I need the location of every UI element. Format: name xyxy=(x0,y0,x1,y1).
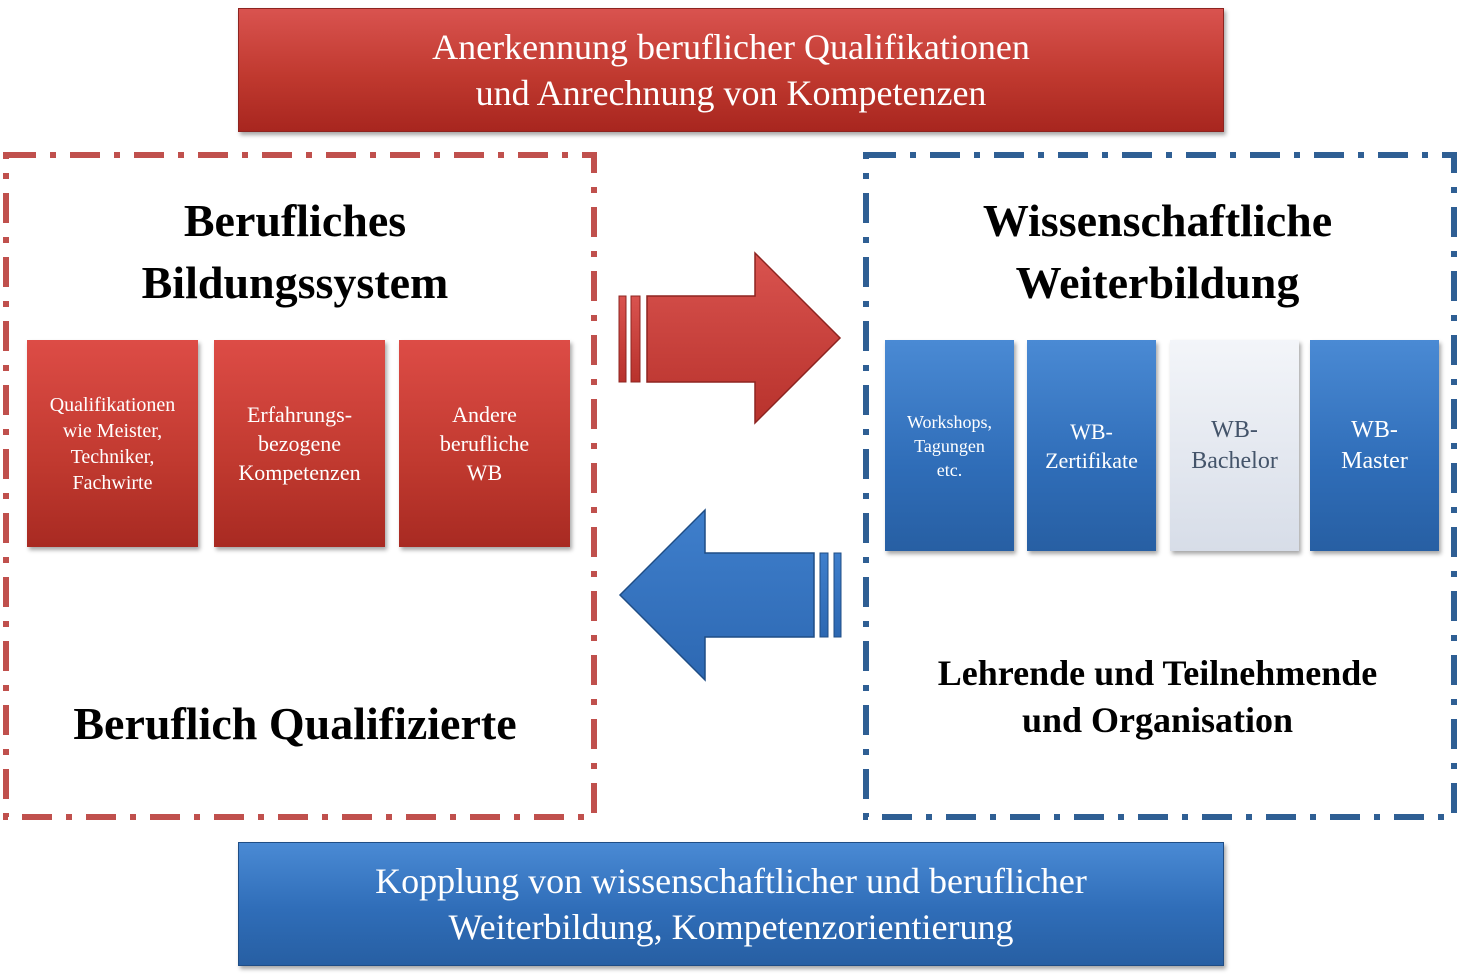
left-box-erfahrung: Erfahrungs- bezogene Kompetenzen xyxy=(214,340,385,547)
right-box-master: WB- Master xyxy=(1310,340,1439,551)
right-panel-title: Wissenschaftliche Weiterbildung xyxy=(982,195,1333,308)
right-box-zertifikate: WB- Zertifikate xyxy=(1027,340,1156,551)
left-box-andere: Andere berufliche WB xyxy=(399,340,570,547)
right-arrow-icon xyxy=(618,251,842,425)
right-dashed-frame xyxy=(863,152,1457,820)
bottom-banner: Kopplung von wissenschaftlicher und beru… xyxy=(238,842,1224,966)
right-box-bachelor: WB- Bachelor xyxy=(1170,340,1299,551)
right-box-workshops: Workshops, Tagungen etc. xyxy=(885,340,1014,551)
right-panel-footer: Lehrende und Teilnehmende und Organisati… xyxy=(937,653,1378,740)
left-arrow-icon xyxy=(618,508,842,682)
left-panel-footer: Beruflich Qualifizierte xyxy=(73,698,517,749)
left-dashed-frame xyxy=(3,152,597,820)
left-box-qualifikationen: Qualifikationen wie Meister, Techniker, … xyxy=(27,340,198,547)
top-banner: Anerkennung beruflicher Qualifikationen … xyxy=(238,8,1224,132)
left-panel-title: Berufliches Bildungssystem xyxy=(141,195,449,308)
